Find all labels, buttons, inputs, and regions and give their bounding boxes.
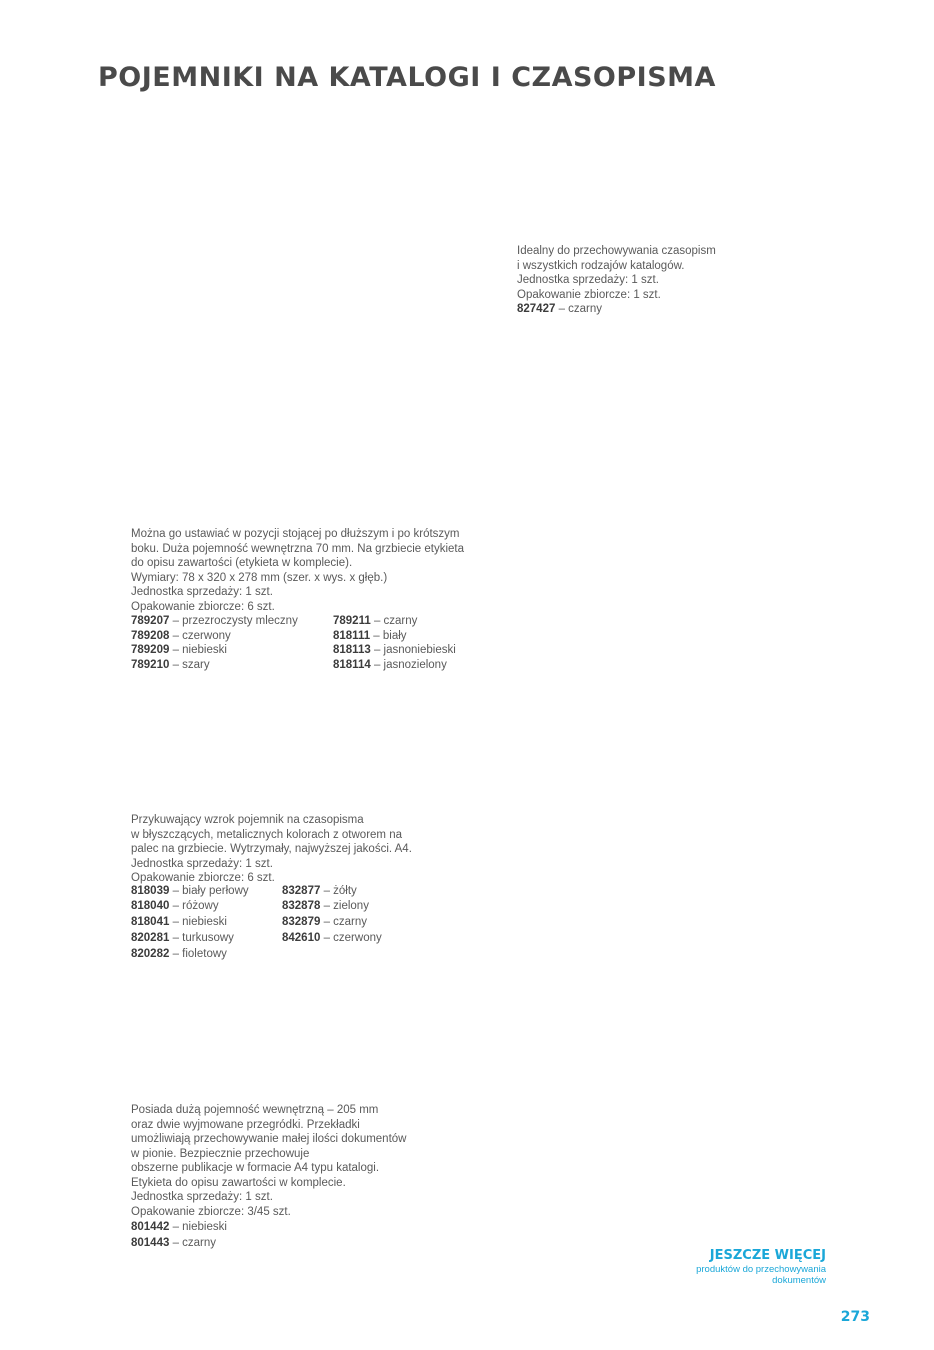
product-code: 801442 (131, 1221, 170, 1233)
description-line: i wszystkich rodzajów katalogów. (517, 259, 685, 272)
description-line: Opakowanie zbiorcze: 1 szt. (517, 288, 661, 301)
product-code-row: 842610 – czerwony (282, 931, 382, 947)
product-description-2: Można go ustawiać w pozycji stojącej po … (131, 527, 464, 672)
page-title: POJEMNIKI NA KATALOGI I CZASOPISMA (98, 62, 716, 93)
more-products-callout[interactable]: JESZCZE WIĘCEJ produktów do przechowywan… (696, 1248, 826, 1286)
description-line: Wymiary: 78 x 320 x 278 mm (szer. x wys.… (131, 571, 388, 584)
product-code-row: 832878 – zielony (282, 899, 382, 915)
description-line: w pionie. Bezpiecznie przechowuje (131, 1147, 310, 1160)
product-code-row: 789208 – czerwony (131, 629, 333, 644)
description-line: Można go ustawiać w pozycji stojącej po … (131, 528, 460, 540)
product-code-row: 789211 – czarny (333, 614, 456, 629)
description-line: Idealny do przechowywania czasopism (517, 245, 716, 257)
product-code: 789210 (131, 658, 170, 671)
product-code-list: 818039 – biały perłowy 818040 – różowy 8… (131, 884, 412, 963)
more-products-subtitle: produktów do przechowywania (696, 1264, 826, 1275)
description-line: oraz dwie wyjmowane przegródki. Przekład… (131, 1118, 360, 1131)
product-color: – czerwony (169, 629, 231, 642)
product-color: – różowy (169, 900, 219, 913)
product-description-4: Posiada dużą pojemność wewnętrzną – 205 … (131, 1103, 406, 1251)
product-color: – niebieski (169, 644, 227, 656)
product-color: – szary (169, 658, 210, 671)
description-line: Przykuwający wzrok pojemnik na czasopism… (131, 814, 364, 826)
product-code-row: 818041 – niebieski (131, 915, 282, 931)
product-color: – czarny (555, 303, 603, 315)
product-description-1: Idealny do przechowywania czasopism i ws… (517, 244, 716, 317)
description-line: boku. Duża pojemność wewnętrzna 70 mm. N… (131, 542, 465, 555)
description-line: obszerne publikacje w formacie A4 typu k… (131, 1162, 380, 1174)
description-line: Opakowanie zbiorcze: 3/45 szt. (131, 1205, 291, 1218)
product-code-row: 820282 – fioletowy (131, 947, 282, 963)
product-code-column: 789211 – czarny 818111 – biały 818113 – … (333, 614, 456, 672)
product-code-row: 827427 – czarny (517, 302, 716, 317)
product-code: 789211 (333, 615, 371, 627)
product-code: 827427 (517, 303, 556, 315)
product-code-row: 801442 – niebieski (131, 1219, 406, 1235)
product-code: 832877 (282, 884, 321, 897)
product-color: – biały perłowy (169, 884, 249, 897)
product-code-list: 789207 – przezroczysty mleczny 789208 – … (131, 614, 464, 672)
product-color: – biały (370, 629, 407, 642)
product-code: 832878 (282, 900, 321, 913)
product-color: – czarny (370, 615, 418, 627)
product-color: – turkusowy (169, 931, 234, 944)
product-color: – jasnozielony (370, 658, 447, 671)
description-line: umożliwiają przechowywanie małej ilości … (131, 1133, 407, 1145)
product-code-column: 789207 – przezroczysty mleczny 789208 – … (131, 614, 333, 672)
more-products-title[interactable]: JESZCZE WIĘCEJ (709, 1248, 826, 1263)
description-line: Etykieta do opisu zawartości w komplecie… (131, 1176, 346, 1189)
product-code-column: 818039 – biały perłowy 818040 – różowy 8… (131, 884, 282, 963)
product-code-row: 789210 – szary (131, 658, 333, 673)
product-color: – jasnoniebieski (370, 644, 456, 656)
description-line: Opakowanie zbiorcze: 6 szt. (131, 872, 275, 884)
product-code: 789208 (131, 629, 170, 642)
product-code-row: 818040 – różowy (131, 899, 282, 915)
page-number: 273 (840, 1309, 870, 1325)
description-line: Opakowanie zbiorcze: 6 szt. (131, 600, 275, 613)
product-code: 832879 (282, 916, 321, 929)
product-color: – zielony (320, 900, 369, 913)
product-code-row: 818111 – biały (333, 629, 456, 644)
description-line: palec na grzbiecie. Wytrzymały, najwyższ… (131, 843, 412, 855)
product-color: – niebieski (169, 916, 227, 929)
product-code-row: 789209 – niebieski (131, 643, 333, 658)
product-code: 818041 (131, 916, 170, 929)
product-code: 820282 (131, 947, 170, 960)
description-line: Jednostka sprzedaży: 1 szt. (517, 274, 659, 286)
product-code: 818040 (131, 900, 170, 913)
product-color: – fioletowy (169, 947, 227, 960)
description-line: do opisu zawartości (etykieta w kompleci… (131, 557, 353, 569)
product-code: 801443 (131, 1237, 170, 1249)
product-code: 818111 (333, 629, 371, 642)
description-line: Posiada dużą pojemność wewnętrzną – 205 … (131, 1104, 379, 1116)
product-color: – czerwony (320, 931, 382, 944)
product-code-row: 789207 – przezroczysty mleczny (131, 614, 333, 629)
product-code-row: 818039 – biały perłowy (131, 884, 282, 900)
more-products-subtitle: dokumentów (772, 1275, 826, 1286)
product-code: 818039 (131, 884, 170, 897)
product-code: 820281 (131, 931, 170, 944)
product-code: 818114 (333, 658, 371, 671)
description-line: Jednostka sprzedaży: 1 szt. (131, 1191, 273, 1203)
product-color: – żółty (320, 884, 357, 897)
product-code: 789207 (131, 615, 170, 627)
product-color: – niebieski (169, 1221, 227, 1233)
product-color: – przezroczysty mleczny (169, 615, 298, 627)
product-description-3: Przykuwający wzrok pojemnik na czasopism… (131, 813, 412, 962)
description-line: Jednostka sprzedaży: 1 szt. (131, 857, 273, 870)
product-code-row: 820281 – turkusowy (131, 931, 282, 947)
product-code: 789209 (131, 644, 170, 656)
product-code: 818113 (333, 644, 371, 656)
product-code-column: 832877 – żółty 832878 – zielony 832879 –… (282, 884, 382, 963)
product-color: – czarny (320, 916, 368, 929)
product-code-row: 832877 – żółty (282, 884, 382, 900)
product-code-row: 801443 – czarny (131, 1235, 406, 1251)
product-code-row: 818114 – jasnozielony (333, 658, 456, 673)
product-code-row: 818113 – jasnoniebieski (333, 643, 456, 658)
description-line: Jednostka sprzedaży: 1 szt. (131, 586, 273, 598)
product-color: – czarny (169, 1237, 217, 1249)
product-code: 842610 (282, 931, 321, 944)
description-line: w błyszczących, metalicznych kolorach z … (131, 828, 402, 841)
product-code-row: 832879 – czarny (282, 915, 382, 931)
